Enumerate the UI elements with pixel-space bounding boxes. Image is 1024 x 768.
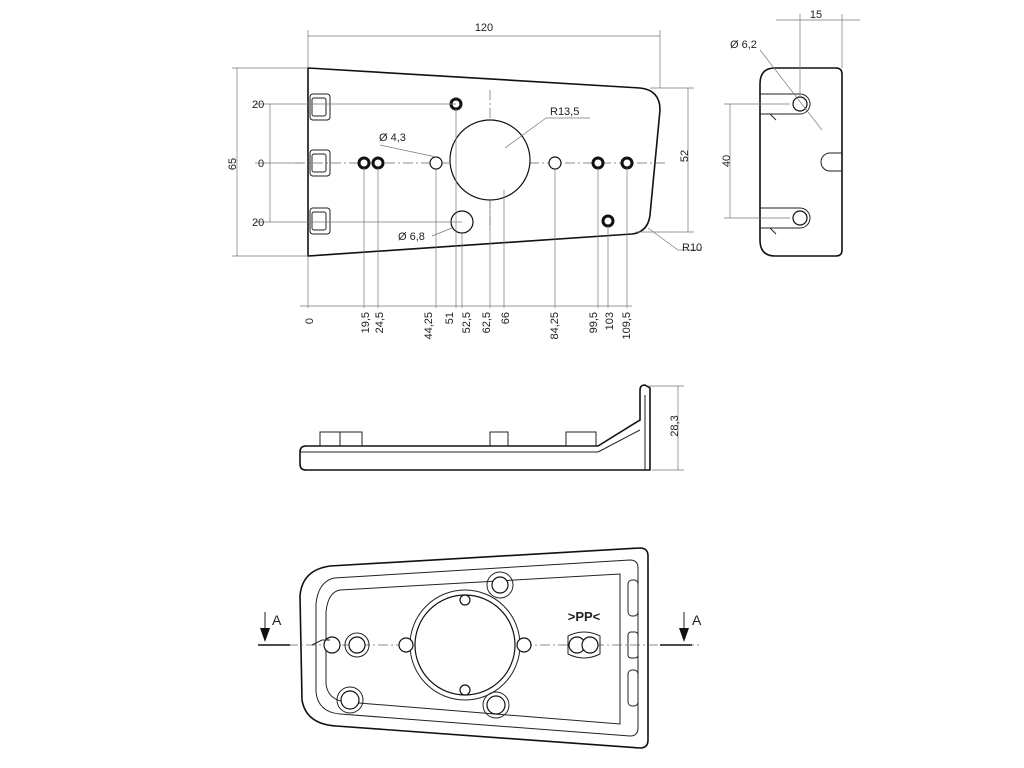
dim-15: 15 — [810, 9, 822, 21]
bottom-dim-66: 66 — [500, 312, 512, 324]
bottom-dim-44-25: 44,25 — [423, 312, 435, 340]
section-label-right: A — [692, 612, 702, 628]
dim-20-bottom: 20 — [252, 217, 264, 229]
bottom-dim-99-5: 99,5 — [588, 312, 600, 333]
label-dia-6-2: Ø 6,2 — [730, 39, 757, 51]
bottom-dim-62-5: 62,5 — [481, 312, 493, 333]
bottom-dim-84-25: 84,25 — [549, 312, 561, 340]
main-opening — [449, 119, 531, 201]
bottom-dim-109-5: 109,5 — [621, 312, 633, 340]
dim-65: 65 — [227, 158, 239, 170]
label-dia-4-3: Ø 4,3 — [379, 132, 406, 144]
label-dia-6-8: Ø 6,8 — [398, 231, 425, 243]
bottom-dim-24-5: 24,5 — [374, 312, 386, 333]
bottom-dim-51: 51 — [444, 312, 456, 324]
dim-0-mid: 0 — [258, 158, 264, 170]
bottom-dim-0: 0 — [304, 318, 316, 324]
side-view: 15 Ø 6,2 40 — [721, 9, 860, 257]
dim-overall-width: 120 — [475, 22, 493, 34]
bottom-dim-52-5: 52,5 — [461, 312, 473, 333]
section-label-left: A — [272, 612, 282, 628]
label-r10: R10 — [682, 242, 702, 254]
dim-28-3: 28,3 — [669, 415, 681, 436]
top-view-outline — [307, 67, 661, 257]
dim-52: 52 — [679, 150, 691, 162]
dim-40: 40 — [721, 155, 733, 167]
bottom-dim-103: 103 — [604, 312, 616, 330]
label-r13-5: R13,5 — [550, 106, 579, 118]
left-bosses — [309, 93, 331, 235]
pp-marking: >PP< — [568, 609, 601, 624]
front-view: 28,3 — [299, 384, 684, 471]
dim-20-top: 20 — [252, 99, 264, 111]
bottom-view: >PP< A A — [258, 547, 702, 749]
bottom-dim-19-5: 19,5 — [360, 312, 372, 333]
top-view: 120 65 20 0 20 52 R13,5 Ø 4,3 Ø 6,8 R10 — [227, 22, 702, 340]
